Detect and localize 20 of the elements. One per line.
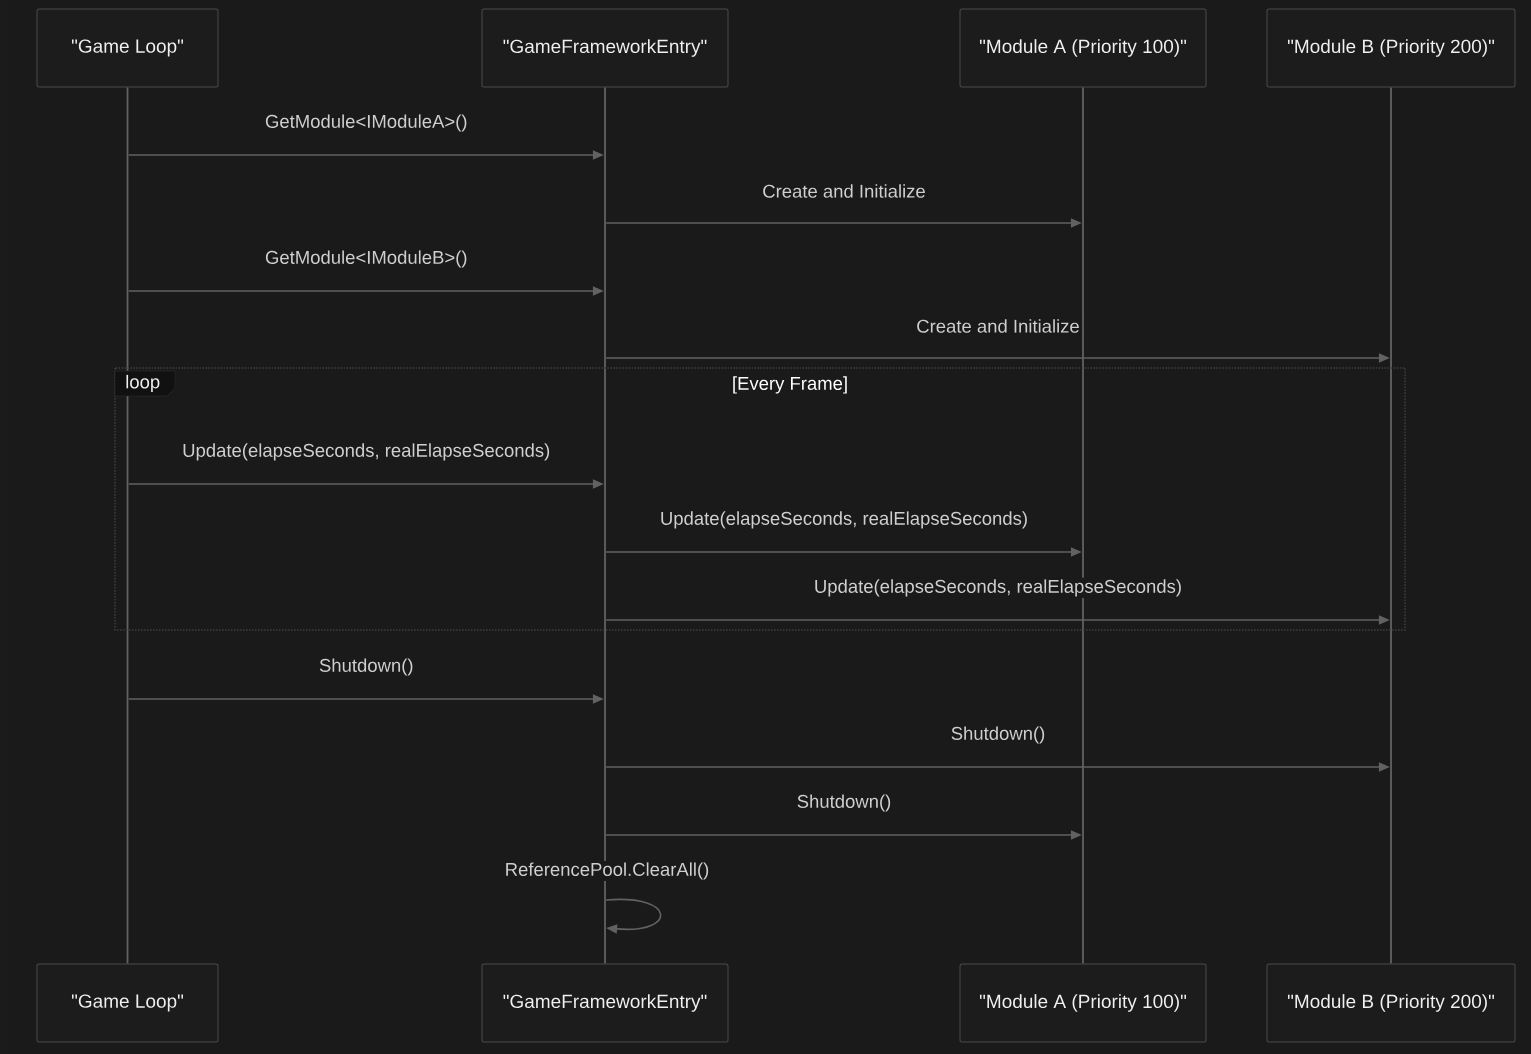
participant-box: "Module B (Priority 200)" <box>1266 963 1516 1043</box>
participant-box: "Module B (Priority 200)" <box>1266 8 1516 88</box>
participant-box: "Module A (Priority 100)" <box>959 8 1207 88</box>
message-label: Shutdown() <box>317 656 416 678</box>
loop-tab: loop <box>114 370 176 397</box>
self-message-arrow <box>605 898 662 934</box>
participant-box: "GameFrameworkEntry" <box>481 963 729 1043</box>
message-label: GetModule<IModuleA>() <box>263 112 470 134</box>
message-label: Update(elapseSeconds, realElapseSeconds) <box>812 577 1184 599</box>
participant-box: "Game Loop" <box>36 963 219 1043</box>
message-label: Shutdown() <box>795 792 893 814</box>
message-label: GetModule<IModuleB>() <box>263 248 470 270</box>
loop-condition: [Every Frame] <box>733 376 847 394</box>
message-label: Update(elapseSeconds, realElapseSeconds) <box>658 509 1030 531</box>
participant-box: "Game Loop" <box>36 8 219 88</box>
participant-box: "Module A (Priority 100)" <box>959 963 1207 1043</box>
participant-box: "GameFrameworkEntry" <box>481 8 729 88</box>
message-label: Shutdown() <box>949 724 1047 746</box>
message-label: ReferencePool.ClearAll() <box>503 860 711 882</box>
message-label: Update(elapseSeconds, realElapseSeconds) <box>180 441 552 463</box>
